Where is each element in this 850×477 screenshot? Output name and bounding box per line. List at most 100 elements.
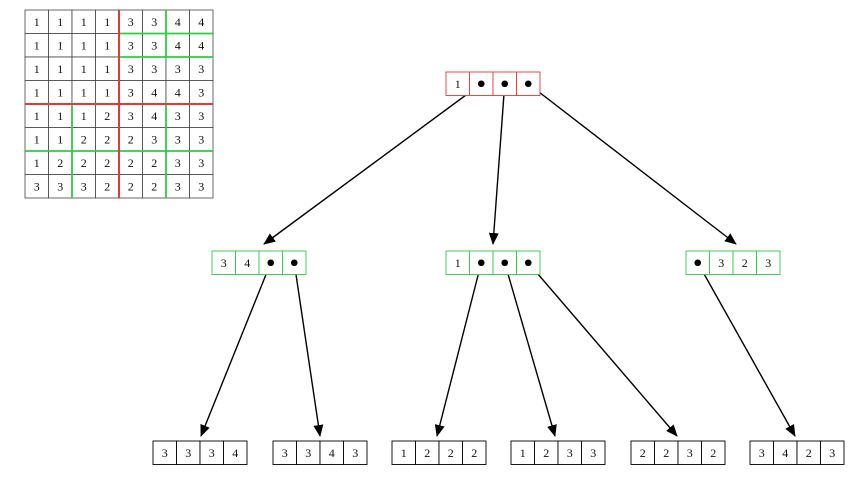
matrix-cell-value: 3 (151, 62, 157, 76)
leaf-node-value: 2 (663, 446, 669, 460)
matrix-cell-value: 2 (104, 132, 110, 146)
child-node-value: 3 (718, 256, 724, 270)
matrix-cell-value: 3 (128, 15, 134, 29)
matrix-cell-value: 2 (128, 179, 134, 193)
matrix-cell-value: 4 (151, 109, 157, 123)
matrix-cell-value: 1 (34, 132, 40, 146)
matrix-cell-value: 3 (128, 62, 134, 76)
matrix-cell-value: 1 (34, 38, 40, 52)
matrix-cell-value: 1 (81, 85, 87, 99)
tree-edge-arrow (697, 262, 796, 437)
leaf-node-value: 2 (471, 446, 477, 460)
matrix-cell-value: 3 (57, 179, 63, 193)
leaf-node-value: 2 (543, 446, 549, 460)
leaf-node-value: 3 (209, 446, 215, 460)
leaf-node-value: 2 (424, 446, 430, 460)
child-node-value: 3 (221, 256, 227, 270)
tree-edge-arrow (200, 262, 272, 437)
matrix-cell-value: 3 (198, 132, 204, 146)
matrix-cell-value: 1 (34, 156, 40, 170)
matrix-cell-value: 1 (57, 38, 63, 52)
matrix-cell-value: 1 (81, 15, 87, 29)
matrix-cell-value: 3 (198, 156, 204, 170)
matrix-cell-value: 1 (57, 85, 63, 99)
matrix-cell-value: 4 (198, 15, 204, 29)
matrix-cell-value: 1 (57, 62, 63, 76)
matrix-cell-value: 1 (34, 62, 40, 76)
leaf-node-value: 4 (782, 446, 788, 460)
leaf-node-value: 1 (401, 446, 407, 460)
tree-edge-arrow (504, 262, 557, 437)
pointer-dot (477, 259, 485, 267)
leaf-node-value: 3 (590, 446, 596, 460)
matrix-cell-value: 3 (198, 85, 204, 99)
leaf-node-value: 3 (352, 446, 358, 460)
matrix-cell-value: 2 (57, 156, 63, 170)
leaf-node-cell (343, 440, 368, 465)
tree-edge-arrow (434, 262, 482, 437)
pointer-dot (524, 80, 532, 88)
leaf-node-value: 2 (640, 446, 646, 460)
matrix-cell-value: 1 (34, 85, 40, 99)
value-matrix: 1 1 1 1 3 3 4 4 1 1 1 1 3 3 4 4 1 1 1 1 3 3 3 3 1 1 1 1 3 4 4 3 1 1 1 2 3 4 3 3… (24, 9, 214, 199)
matrix-cell-value: 2 (128, 132, 134, 146)
matrix-cell-value: 3 (81, 179, 87, 193)
leaf-node-value: 2 (710, 446, 716, 460)
leaf-node-value: 3 (567, 446, 573, 460)
matrix-cell-value: 1 (57, 132, 63, 146)
matrix-cell-value: 3 (198, 179, 204, 193)
matrix-cell-value: 1 (104, 15, 110, 29)
matrix-cell-value: 1 (34, 15, 40, 29)
matrix-cell-value: 1 (81, 38, 87, 52)
matrix-cell-value: 1 (81, 62, 87, 76)
matrix-cell-value: 1 (57, 109, 63, 123)
matrix-cell-value: 2 (151, 156, 157, 170)
child-node-value: 1 (455, 256, 461, 270)
leaf-node-value: 4 (329, 446, 335, 460)
leaf-node-value: 2 (448, 446, 454, 460)
matrix-cell-value: 3 (128, 38, 134, 52)
matrix-cell-value: 4 (175, 85, 181, 99)
matrix-cell-value: 2 (81, 132, 87, 146)
matrix-cell-value: 3 (151, 132, 157, 146)
pointer-dot (524, 259, 532, 267)
leaf-node-cell (223, 440, 248, 465)
matrix-cell-value: 2 (151, 179, 157, 193)
matrix-cell-value: 4 (198, 38, 204, 52)
root-node-value: 1 (455, 77, 461, 91)
matrix-cell-value: 2 (104, 109, 110, 123)
child-node-cell (756, 250, 781, 275)
leaf-node-value: 3 (282, 446, 288, 460)
child-node-value: 3 (765, 256, 771, 270)
matrix-cell-value: 3 (175, 62, 181, 76)
tree-edge-arrow (293, 262, 324, 437)
matrix-cell-value: 3 (175, 156, 181, 170)
leaf-node-value: 1 (520, 446, 526, 460)
leaf-node-value: 2 (806, 446, 812, 460)
pointer-dot (501, 80, 509, 88)
matrix-cell-value: 3 (175, 179, 181, 193)
matrix-cell-value: 3 (198, 109, 204, 123)
pointer-dot (501, 259, 509, 267)
leaf-node-value: 3 (829, 446, 835, 460)
leaf-node-cell (462, 440, 487, 465)
pointer-dot (477, 80, 485, 88)
matrix-cell-value: 4 (151, 85, 157, 99)
tree-edges (200, 83, 796, 437)
leaf-node-cell (701, 440, 726, 465)
leaf-node-value: 3 (185, 446, 191, 460)
matrix-cell-value: 1 (104, 62, 110, 76)
tree-nodes: 1 3 4 1 3 2 3 3 3 3 4 3 3 4 3 1 2 2 2 1 2 3 3 2 2 3 2 3 4 2 3 (152, 71, 845, 465)
leaf-node-value: 4 (232, 446, 238, 460)
matrix-cell-value: 4 (175, 15, 181, 29)
matrix-cell-value: 3 (34, 179, 40, 193)
matrix-cell-value: 1 (57, 15, 63, 29)
matrix-cell-value: 1 (104, 85, 110, 99)
matrix-cell-value: 3 (151, 15, 157, 29)
child-node-value: 2 (742, 256, 748, 270)
tree-edge-arrow (488, 83, 506, 245)
tree-edge-arrow (527, 83, 737, 245)
matrix-cell-value: 4 (175, 38, 181, 52)
matrix-cell-value: 3 (198, 62, 204, 76)
matrix-cell-value: 2 (104, 156, 110, 170)
